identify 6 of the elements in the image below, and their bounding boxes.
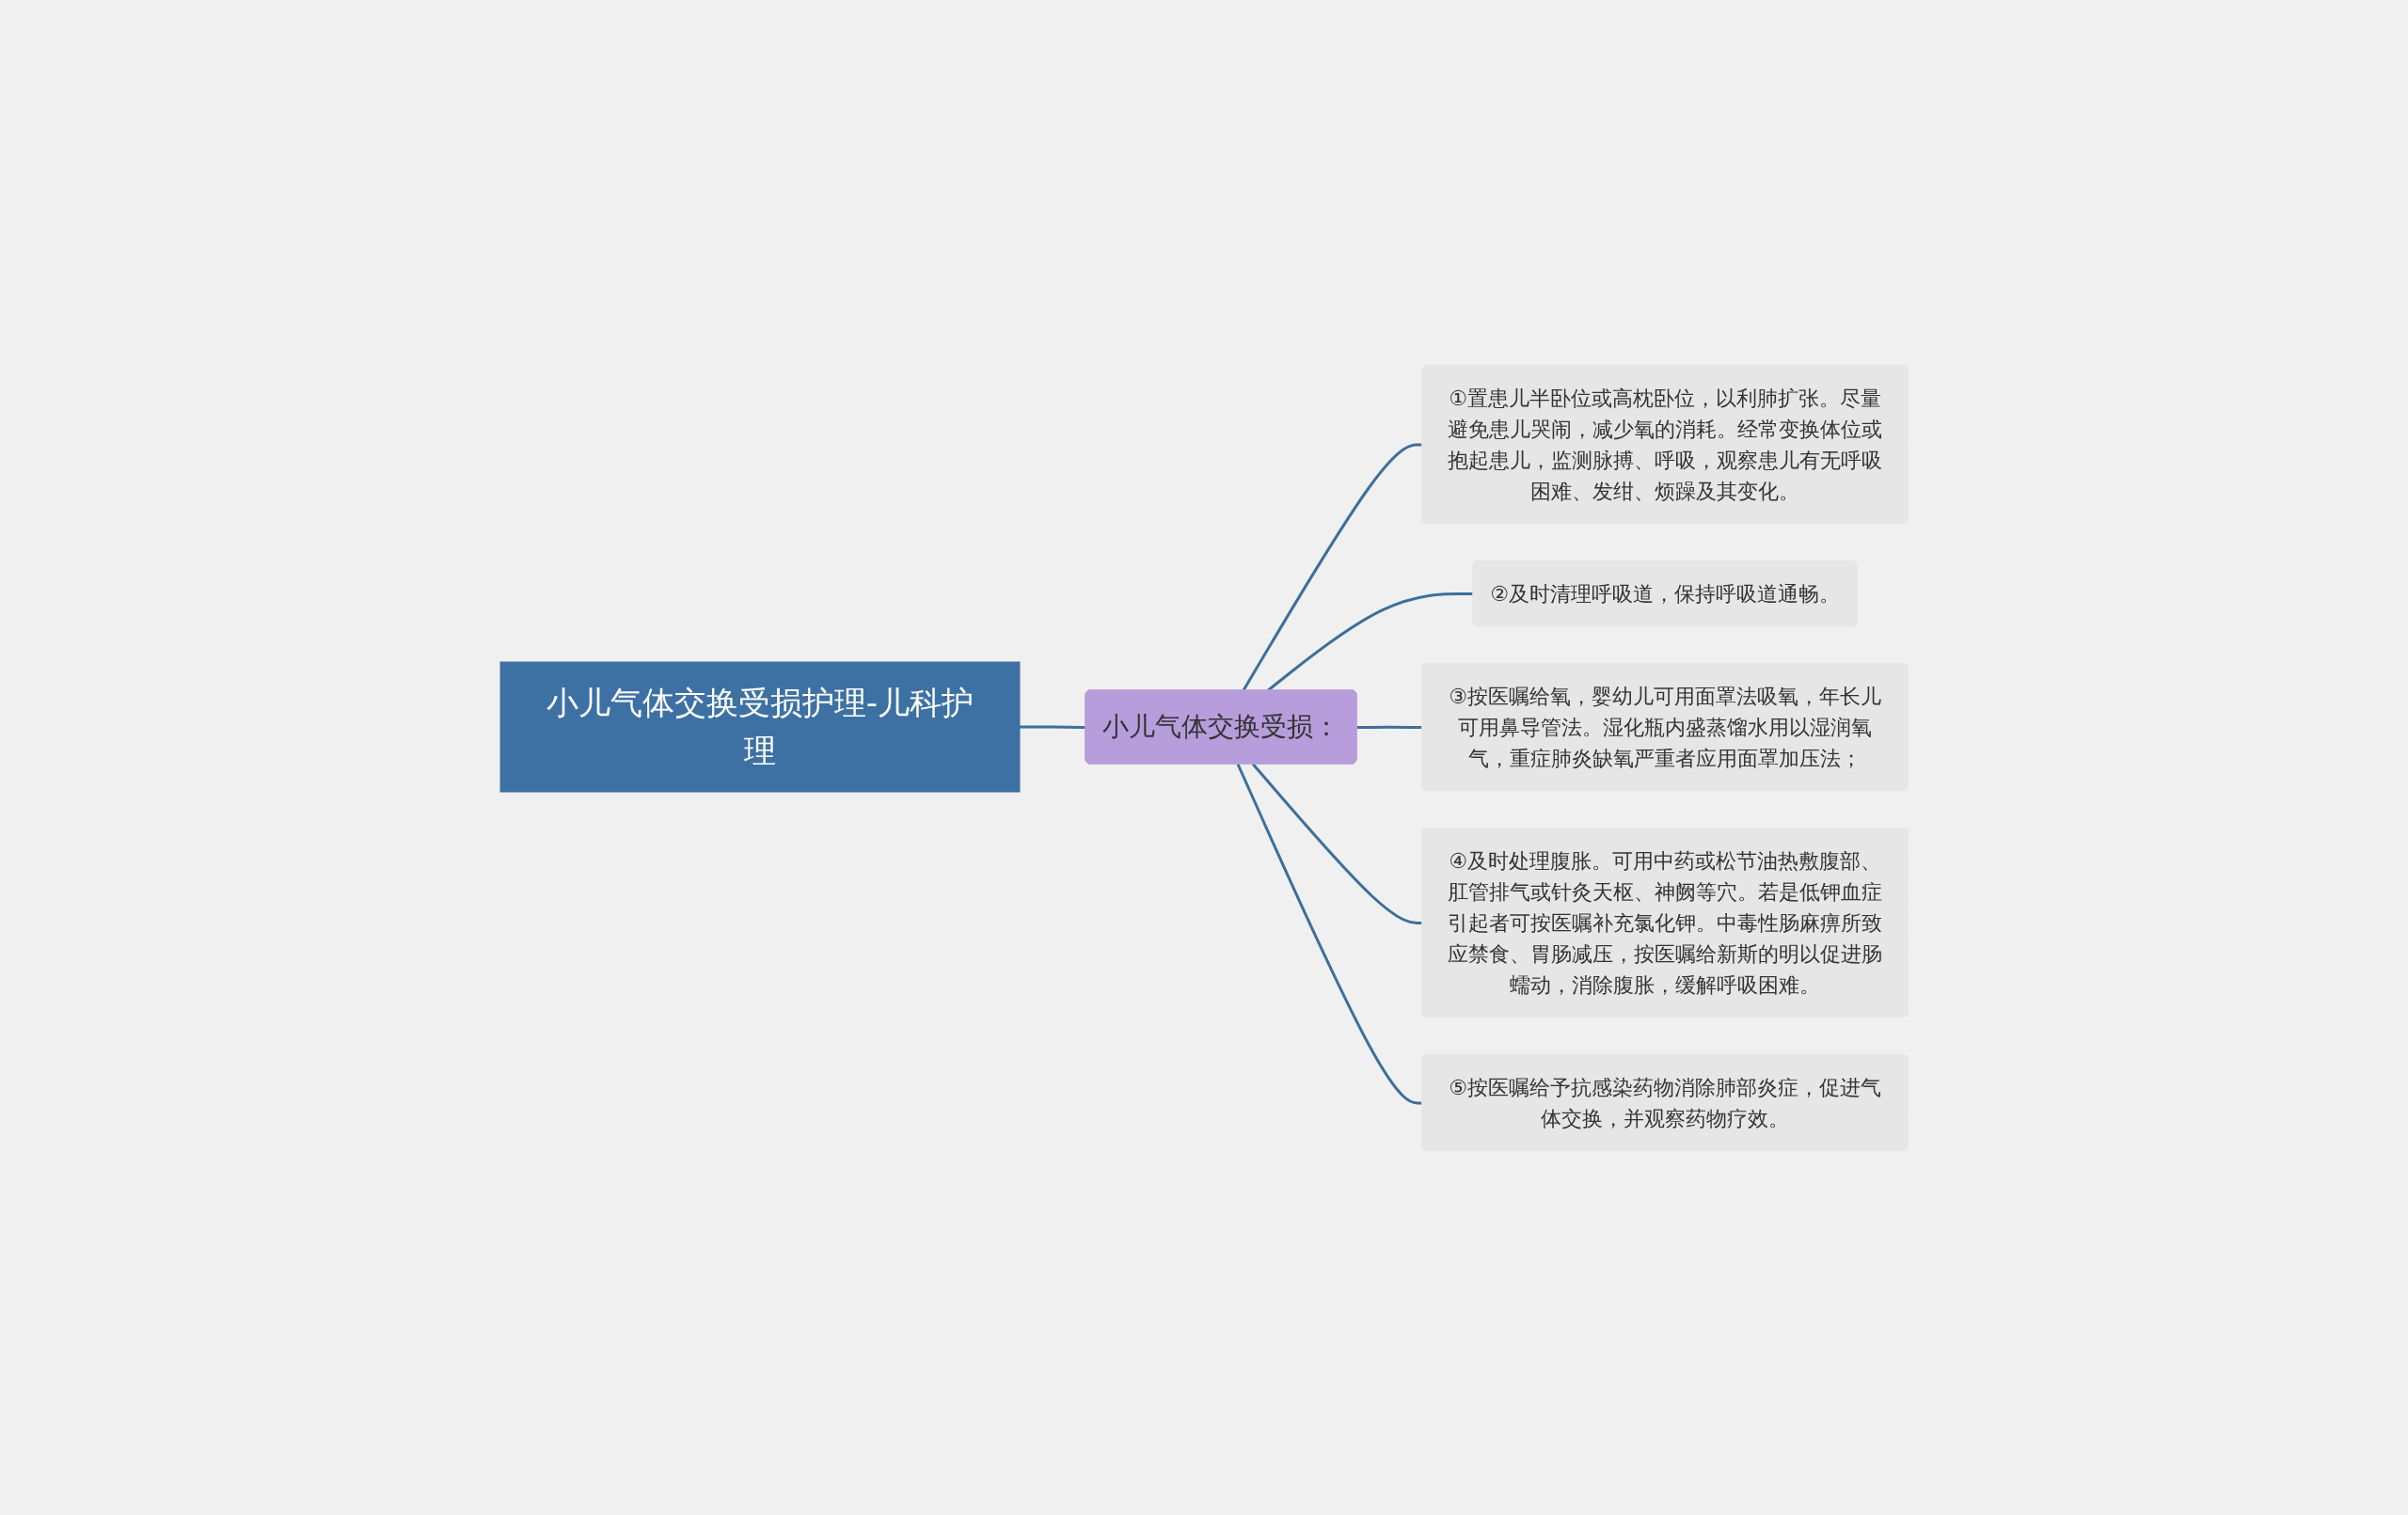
- connector: [1251, 763, 1423, 924]
- connector: [1236, 763, 1423, 1104]
- connector: [1356, 725, 1423, 729]
- connector: [1242, 442, 1423, 691]
- node-box: 小儿气体交换受损护理-儿科护理: [499, 661, 1021, 792]
- connector: [1020, 725, 1086, 729]
